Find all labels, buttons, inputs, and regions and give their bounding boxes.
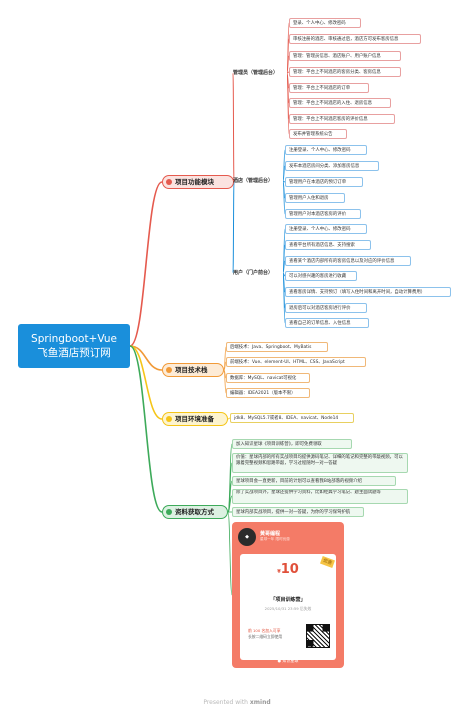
leaf-user-5[interactable]: 查看客房详情、支持预订（填写入住时间和离开时间，自动计算费用）: [285, 287, 451, 297]
connector-line: [232, 181, 235, 274]
connector-line: [282, 180, 286, 215]
leaf-tech-frontend[interactable]: 前端技术：Vue、element-UI、HTML、CSS、JavaScript: [226, 357, 366, 367]
topic-tech-stack[interactable]: 项目技术栈: [162, 363, 224, 377]
topic-label: 项目功能模块: [175, 178, 214, 186]
coupon-price: ¥10: [277, 562, 299, 577]
bullet-icon: [166, 179, 172, 185]
leaf-hotel-2[interactable]: 发布本酒店房间分类、添加客房信息: [285, 161, 379, 171]
course-name: 「项目训练营」: [270, 597, 306, 603]
leaf-admin-3[interactable]: 管理：管理员信息、酒店账户、用户账户信息: [289, 51, 401, 61]
connector-line: [286, 72, 290, 135]
leaf-hotel-5[interactable]: 管理用户对本酒店客房的评价: [285, 209, 361, 219]
leaf-hotel-1[interactable]: 注册登录、个人中心、修改密码: [285, 145, 367, 155]
connector-line: [129, 345, 163, 513]
leaf-hotel-4[interactable]: 管理用户入住和退房: [285, 193, 345, 203]
leaf-resource-3[interactable]: 星球项目会一直更新，目前的计划可以查看我B站部落的视频介绍: [232, 476, 396, 486]
card-name: 黄哥编程: [260, 531, 281, 537]
card-footer: ● 知识星球: [277, 658, 299, 663]
topic-environment[interactable]: 项目环境准备: [162, 412, 228, 426]
connector-line: [286, 55, 290, 74]
root-topic[interactable]: Springboot+Vue 飞鱼酒店预订网: [18, 324, 130, 368]
coupon-panel: ¥10 优惠 「项目训练营」 2025/10/31 23:59 后失效 前 10…: [240, 554, 336, 660]
leaf-admin-6[interactable]: 管理：平台上不同酒店的入住、退房信息: [289, 98, 391, 108]
connector-line: [227, 511, 233, 596]
leaf-resource-5[interactable]: 星球内部实战项目，提供一对一答疑，为你的学习保驾护航: [232, 507, 364, 517]
topic-label: 项目环境准备: [175, 415, 214, 423]
connector-line: [227, 417, 231, 420]
leaf-resource-2[interactable]: 价值：星球内部的所有实战项目均提供源码笔记、详细的笔记和完整的带敲视频，可以跟着…: [232, 453, 408, 473]
connector-line: [232, 72, 235, 183]
leaf-tech-database[interactable]: 数据库：MySQL、navicat可视化: [226, 373, 310, 383]
leaf-resource-1[interactable]: 加入知识星球《项目训练营》，即可免费领取: [232, 439, 352, 449]
leaf-admin-4[interactable]: 管理：平台上不同酒店的客房分类、客房信息: [289, 67, 401, 77]
leaf-admin-1[interactable]: 登录、个人中心、修改密码: [289, 18, 361, 28]
leaf-user-1[interactable]: 注册登录、个人中心、修改密码: [285, 224, 367, 234]
promo-card[interactable]: ◆ 黄哥编程 星球一年 限时优惠 ¥10 优惠 「项目训练营」 2025/10/…: [232, 522, 344, 668]
leaf-env[interactable]: jdk8、MySQL5.7或者8、IDEA、navicat、Node14: [230, 413, 354, 423]
leaf-user-6[interactable]: 退房后可以对酒店客房进行评价: [285, 303, 367, 313]
root-title-line2: 飞鱼酒店预订网: [37, 347, 111, 359]
connector-line: [129, 181, 163, 347]
leaf-user-2[interactable]: 查看平台所有酒店信息、支持搜索: [285, 240, 371, 250]
leaf-tech-backend[interactable]: 后端技术：Java、Springboot、MyBatis: [226, 342, 328, 352]
root-title-line1: Springboot+Vue: [31, 333, 117, 345]
topic-resources[interactable]: 资料获取方式: [162, 505, 228, 519]
leaf-admin-8[interactable]: 发布并管理系统公告: [289, 129, 347, 139]
leaf-user-4[interactable]: 可以对感兴趣的客房进行收藏: [285, 271, 357, 281]
bullet-icon: [166, 416, 172, 422]
leaf-hotel-3[interactable]: 管理用户在本酒店的预订订单: [285, 177, 363, 187]
bullet-icon: [166, 367, 172, 373]
bullet-icon: [166, 509, 172, 515]
subtopic-user[interactable]: 用户（门户前台）: [233, 270, 274, 276]
leaf-user-7[interactable]: 查看自己的订单信息、入住信息: [285, 318, 369, 328]
leaf-admin-2[interactable]: 审核注册的酒店、审核通过后，酒店方可发布客房信息: [289, 34, 421, 44]
leaf-tech-editor[interactable]: 编辑器：IDEA2021（版本不限）: [226, 388, 310, 398]
leaf-admin-5[interactable]: 管理：平台上不同酒店的订单: [289, 83, 369, 93]
leaf-user-3[interactable]: 查看某个酒店内部所有的客房信息以及对应的评价信息: [285, 256, 411, 266]
card-subtitle: 星球一年 限时优惠: [260, 537, 290, 541]
connector-line: [282, 165, 286, 182]
avatar: ◆: [238, 528, 256, 546]
connector-line: [129, 345, 163, 420]
xmind-footer: Presented with xmind: [203, 699, 271, 706]
coupon-note: 前 100 名加入可享 长按二维码立即使用: [248, 628, 283, 639]
connector-line: [223, 369, 227, 394]
qr-code-icon[interactable]: [306, 624, 330, 648]
leaf-resource-4[interactable]: 除了实战项目外，星球还提供学习资料，比如经典学习笔记、题主面试题等: [232, 489, 408, 504]
subtopic-hotel[interactable]: 酒店（管理后台）: [233, 178, 274, 184]
expiry-date: 2025/10/31 23:59 后失效: [264, 606, 312, 611]
subtopic-admin[interactable]: 管理员（管理后台）: [233, 70, 279, 76]
topic-project-functions[interactable]: 项目功能模块: [162, 175, 234, 189]
topic-label: 资料获取方式: [175, 508, 214, 516]
connector-line: [282, 272, 286, 324]
connector-line: [227, 495, 233, 513]
topic-label: 项目技术栈: [175, 366, 208, 374]
leaf-admin-7[interactable]: 管理：平台上不同酒店客房的评价信息: [289, 114, 395, 124]
